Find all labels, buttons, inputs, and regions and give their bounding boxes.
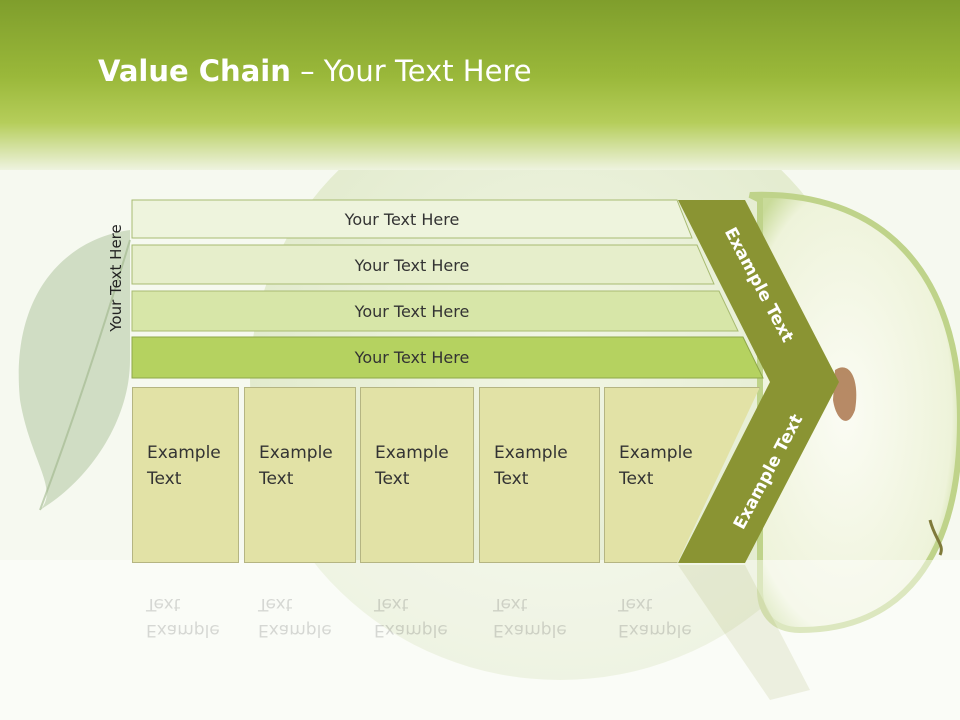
bar-4-shape [131, 336, 764, 379]
bar-3: Your Text Here [132, 292, 712, 330]
column-4-line2: Text [494, 469, 529, 489]
column-5-line2: Text [619, 469, 654, 489]
column-3-line1: Example [375, 443, 449, 463]
column-1-line1: Example [147, 443, 221, 463]
half-apple-icon [748, 191, 960, 634]
bar-1: Your Text Here [132, 200, 692, 238]
column-2-line2: Text [259, 469, 294, 489]
title-band [0, 0, 960, 170]
title-rest: – Your Text Here [290, 54, 532, 88]
bar-4: Your Text Here [132, 338, 712, 376]
column-3-line2: Text [375, 469, 410, 489]
page-title: Value Chain – Your Text Here [98, 54, 532, 88]
side-label: Your Text Here [102, 200, 130, 355]
column-1-line2: Text [147, 469, 182, 489]
column-4-line1: Example [494, 443, 568, 463]
bar-3-label: Your Text Here [354, 301, 470, 321]
bar-1-label: Your Text Here [344, 209, 460, 229]
bar-2-shape [131, 244, 715, 285]
bar-2: Your Text Here [132, 246, 712, 284]
bar-4-label: Your Text Here [354, 347, 470, 367]
title-bold: Value Chain [98, 54, 291, 88]
bar-1-shape [131, 199, 693, 239]
bar-3-shape [131, 290, 739, 332]
column-5-line1: Example [619, 443, 693, 463]
side-label-text: Your Text Here [107, 223, 125, 332]
chevron-shape [678, 200, 839, 563]
bar-2-label: Your Text Here [354, 255, 470, 275]
column-2-line1: Example [259, 443, 333, 463]
leaf-icon [18, 230, 130, 510]
